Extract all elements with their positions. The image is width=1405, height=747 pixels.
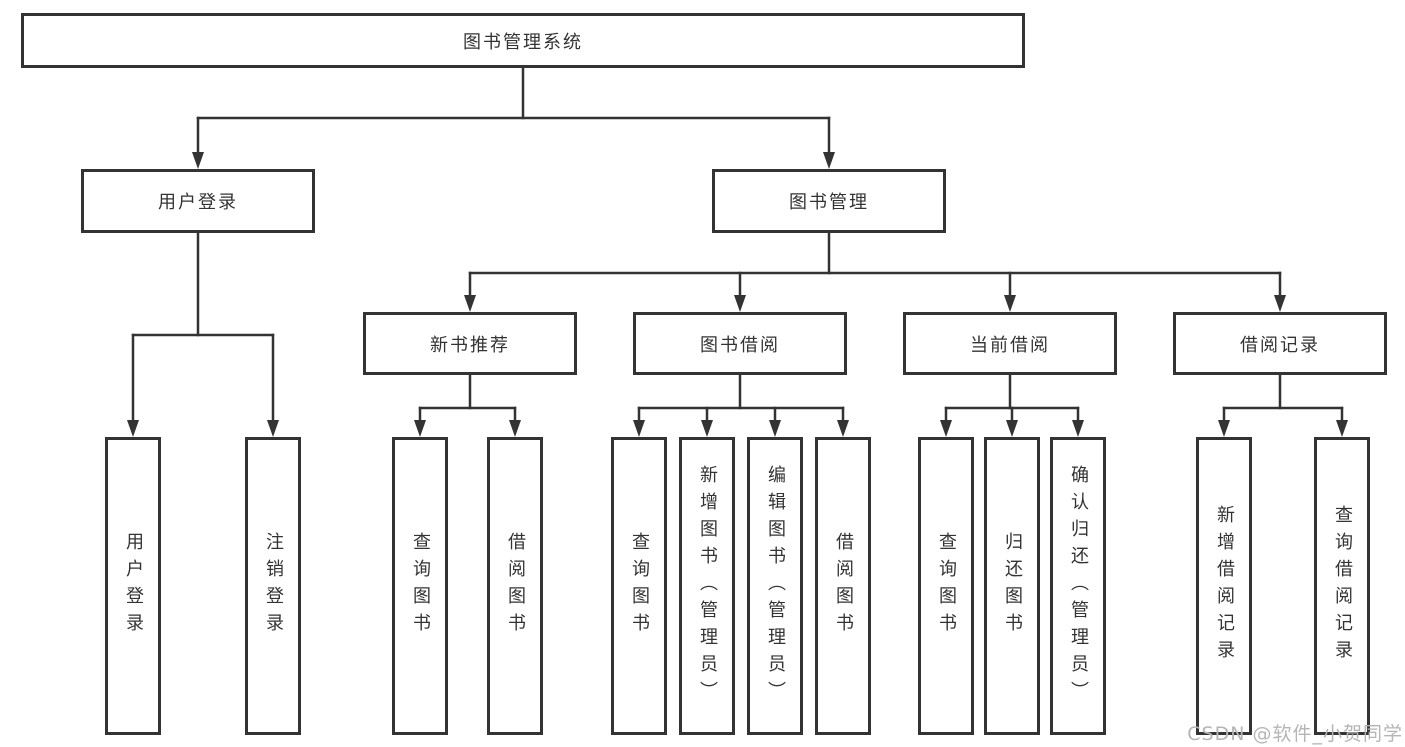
leaf-borrow-query-books: 查询图书 <box>611 437 667 735</box>
node-root-system: 图书管理系统 <box>21 13 1025 68</box>
leaf-current-query-books: 查询图书 <box>918 437 974 735</box>
node-book-management: 图书管理 <box>712 169 946 233</box>
arrowhead-icon <box>267 420 279 437</box>
arrowhead-icon <box>509 420 521 437</box>
leaf-logout: 注销登录 <box>245 437 301 735</box>
arrowhead-icon <box>701 420 713 437</box>
leaf-current-confirm-return-admin: 确认归还（管理员） <box>1050 437 1106 735</box>
arrowhead-icon <box>1336 420 1348 437</box>
leaf-current-return-books: 归还图书 <box>984 437 1040 735</box>
arrowhead-icon <box>734 295 746 312</box>
leaf-record-query-borrow-record: 查询借阅记录 <box>1314 437 1370 735</box>
leaf-borrow-edit-books-admin: 编辑图书（管理员） <box>747 437 803 735</box>
arrowhead-icon <box>1004 295 1016 312</box>
connector-book-mgmt-to-level3 <box>464 231 1286 312</box>
arrowhead-icon <box>1006 420 1018 437</box>
connector-root-to-level2 <box>192 66 835 169</box>
arrowhead-icon <box>633 420 645 437</box>
arrowhead-icon <box>1218 420 1230 437</box>
connector-user-login-children <box>127 231 279 437</box>
leaf-newbook-query-books: 查询图书 <box>392 437 448 735</box>
leaf-user-login: 用户登录 <box>105 437 161 735</box>
node-current-borrow: 当前借阅 <box>903 312 1117 375</box>
leaf-record-add-borrow-record: 新增借阅记录 <box>1196 437 1252 735</box>
connector-current-borrow-children <box>940 373 1084 437</box>
arrowhead-icon <box>940 420 952 437</box>
node-user-login: 用户登录 <box>81 169 315 233</box>
leaf-borrow-add-books-admin: 新增图书（管理员） <box>679 437 735 735</box>
node-borrow-record: 借阅记录 <box>1173 312 1387 375</box>
arrowhead-icon <box>823 152 835 169</box>
arrowhead-icon <box>769 420 781 437</box>
connector-new-book-children <box>414 373 521 437</box>
arrowhead-icon <box>1072 420 1084 437</box>
leaf-borrow-borrow-books: 借阅图书 <box>815 437 871 735</box>
arrowhead-icon <box>414 420 426 437</box>
arrowhead-icon <box>127 420 139 437</box>
arrowhead-icon <box>464 295 476 312</box>
watermark: CSDN @软件_小贺同学 <box>1187 723 1403 745</box>
arrowhead-icon <box>837 420 849 437</box>
connector-borrow-record-children <box>1218 373 1348 437</box>
arrowhead-icon <box>1274 295 1286 312</box>
connector-book-borrow-children <box>633 373 849 437</box>
leaf-newbook-borrow-books: 借阅图书 <box>487 437 543 735</box>
node-book-borrow: 图书借阅 <box>633 312 847 375</box>
node-new-book-recommend: 新书推荐 <box>363 312 577 375</box>
arrowhead-icon <box>192 152 204 169</box>
